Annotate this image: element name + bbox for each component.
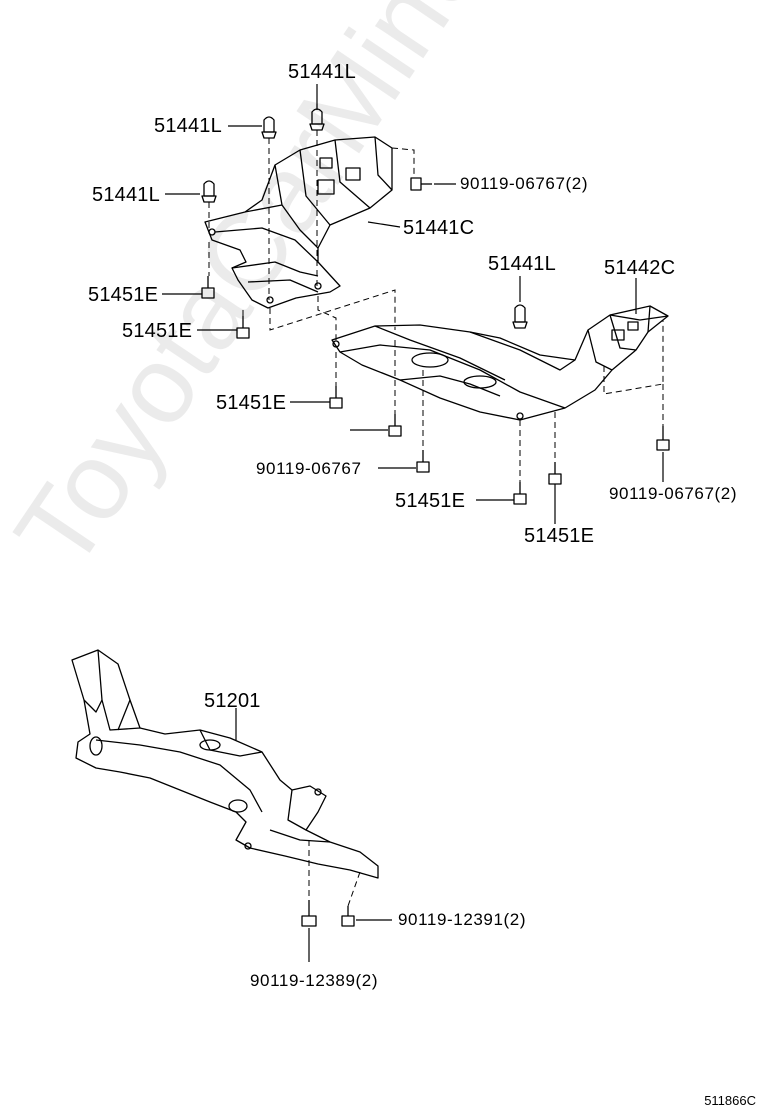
bolt-icon bbox=[388, 414, 402, 437]
part-label-51451E: 51451E bbox=[122, 320, 193, 342]
engine-under-cover-front bbox=[204, 136, 393, 309]
part-label-90119-06767-2: 90119-06767(2) bbox=[609, 484, 738, 503]
part-label-51201: 51201 bbox=[204, 690, 261, 712]
bolt-icon bbox=[548, 462, 562, 485]
part-label-90119-12391-2: 90119-12391(2) bbox=[398, 910, 527, 929]
engine-under-cover-rear bbox=[331, 305, 669, 421]
part-label-51442C: 51442C bbox=[604, 257, 676, 279]
bolt-icon bbox=[236, 316, 250, 339]
bolt-icon bbox=[513, 482, 527, 505]
bolt-icon bbox=[656, 426, 670, 451]
part-label-90119-06767-2: 90119-06767(2) bbox=[460, 174, 589, 193]
bolt-icon bbox=[329, 386, 343, 409]
part-label-51451E: 51451E bbox=[395, 490, 466, 512]
diagram-code: 511866C bbox=[704, 1093, 756, 1108]
clip-icon bbox=[261, 116, 277, 139]
part-label-90119-12389-2: 90119-12389(2) bbox=[250, 971, 379, 990]
bolt-icon bbox=[301, 900, 317, 927]
clip-icon bbox=[309, 104, 325, 131]
front-suspension-crossmember bbox=[71, 649, 379, 879]
bolt-icon bbox=[410, 177, 432, 191]
part-label-51441C: 51441C bbox=[403, 217, 475, 239]
part-label-51451E: 51451E bbox=[88, 284, 159, 306]
part-label-51441L: 51441L bbox=[488, 253, 556, 275]
part-label-90119-06767: 90119-06767 bbox=[256, 459, 362, 478]
bolt-icon bbox=[416, 450, 430, 473]
bolt-icon bbox=[201, 276, 215, 299]
part-label-51441L: 51441L bbox=[288, 61, 356, 83]
part-label-51451E: 51451E bbox=[524, 525, 595, 547]
bolt-icon bbox=[341, 906, 355, 927]
clip-icon bbox=[512, 304, 528, 329]
clip-icon bbox=[201, 180, 217, 203]
part-label-51441L: 51441L bbox=[154, 115, 222, 137]
part-label-51441L: 51441L bbox=[92, 184, 160, 206]
part-label-51451E: 51451E bbox=[216, 392, 287, 414]
